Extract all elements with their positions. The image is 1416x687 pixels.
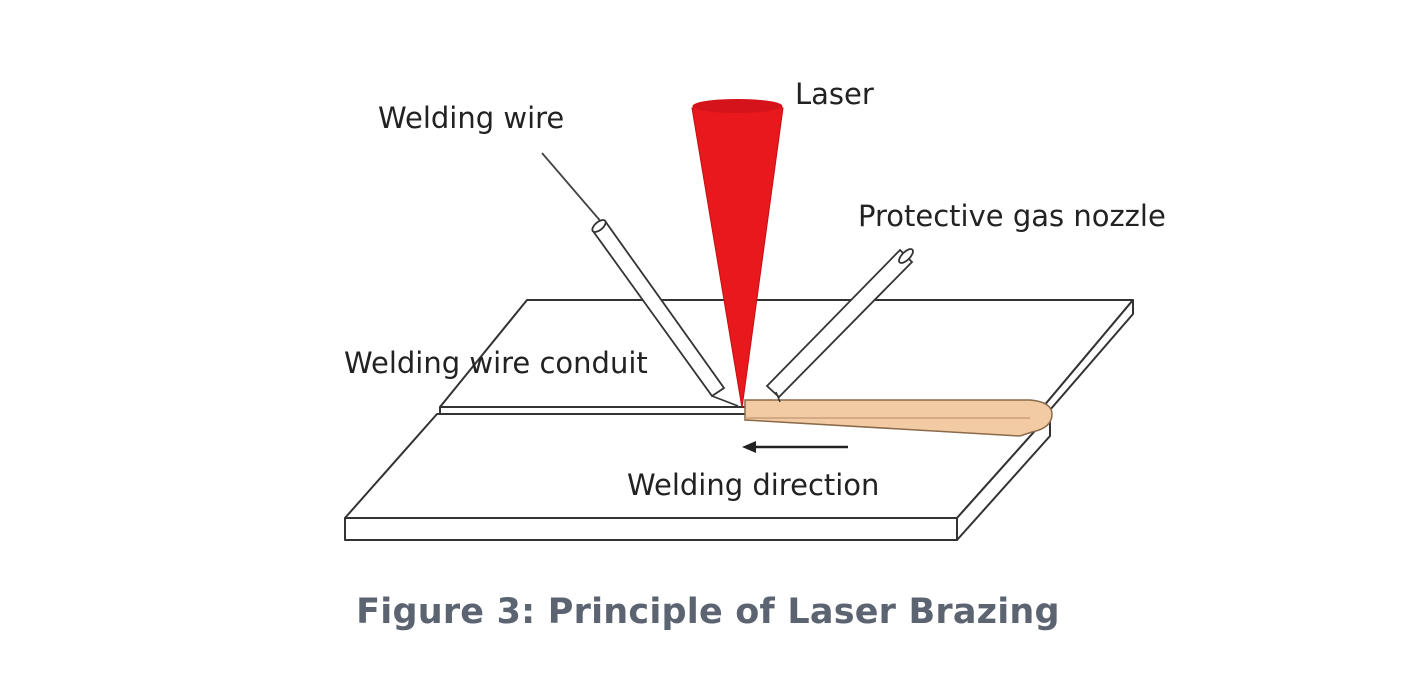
welding-direction-arrow bbox=[742, 441, 848, 453]
welding-wire-conduit bbox=[591, 219, 739, 407]
figure-caption: Figure 3: Principle of Laser Brazing bbox=[356, 592, 1060, 632]
lower-plate bbox=[344, 413, 1051, 541]
laser-label: Laser bbox=[795, 77, 874, 111]
weld-bead bbox=[744, 399, 1053, 437]
protective-gas-nozzle bbox=[765, 248, 914, 403]
welding-wire-conduit-label: Welding wire conduit bbox=[344, 346, 648, 380]
welding-wire-line bbox=[541, 152, 604, 225]
welding-wire-label: Welding wire bbox=[378, 101, 564, 135]
protective-gas-nozzle-label: Protective gas nozzle bbox=[858, 199, 1166, 233]
laser-beam bbox=[691, 99, 784, 409]
welding-direction-label: Welding direction bbox=[627, 468, 879, 502]
